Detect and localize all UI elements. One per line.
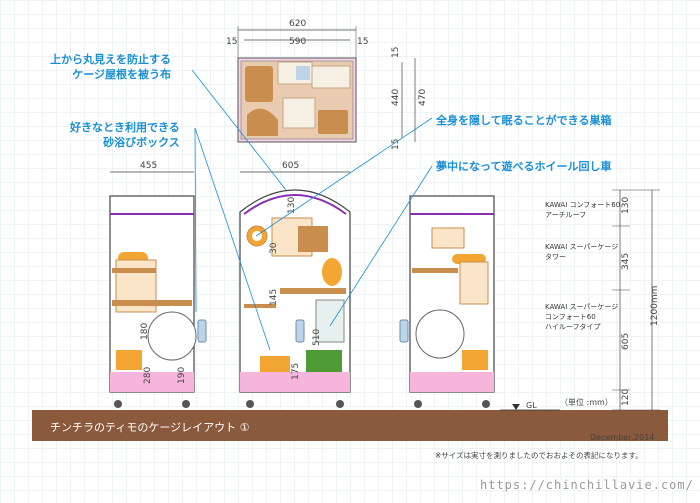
height-scale bbox=[612, 189, 660, 411]
label-hiroof-line2: コンフォート60 bbox=[545, 313, 596, 321]
dim-620: 620 bbox=[289, 19, 306, 29]
unit-label: （単位 :mm） bbox=[560, 398, 613, 407]
callout-roof-cloth-line1: 上から丸見えを防止する bbox=[50, 53, 171, 66]
scale-120: 120 bbox=[621, 389, 631, 406]
dim-30: 30 bbox=[269, 242, 279, 254]
dim-280: 280 bbox=[143, 367, 153, 384]
size-note: ※サイズは実寸を測りましたのでおおよその表記になります。 bbox=[435, 451, 643, 460]
scale-345: 345 bbox=[621, 253, 631, 270]
site-watermark: https://chinchillavie.com/ bbox=[480, 478, 694, 492]
dim-190: 190 bbox=[177, 367, 187, 384]
dim-130-arch: 130 bbox=[287, 197, 297, 214]
dim-15-bottom: 15 bbox=[391, 139, 401, 150]
dim-470: 470 bbox=[418, 89, 428, 106]
ground-bar bbox=[32, 410, 668, 441]
callout-wheel: 夢中になって遊べるホイール回し車 bbox=[436, 160, 612, 173]
callout-sand-bath-line2: 砂浴びボックス bbox=[103, 136, 180, 149]
label-tower-line2: タワー bbox=[545, 253, 566, 261]
callout-sand-bath: 好きなとき利用できる 砂浴びボックス bbox=[70, 120, 180, 150]
dim-590: 590 bbox=[289, 37, 306, 47]
callout-lines bbox=[191, 69, 433, 351]
callout-nest-box: 全身を隠して眠ることができる巣箱 bbox=[436, 114, 612, 127]
scale-130: 130 bbox=[621, 197, 631, 214]
label-arch-roof: KAWAI コンフォート60 アーチルーフ bbox=[545, 200, 620, 220]
label-hiroof: KAWAI スーパーケージ コンフォート60 ハイルーフタイプ bbox=[545, 302, 618, 332]
label-tower-line1: KAWAI スーパーケージ bbox=[545, 243, 619, 251]
dim-180: 180 bbox=[140, 323, 150, 340]
scale-605: 605 bbox=[621, 333, 631, 350]
dim-455: 455 bbox=[140, 161, 157, 171]
scale-1200mm: 1200mm bbox=[650, 286, 660, 326]
dim-15-top: 15 bbox=[391, 47, 401, 58]
left-side-cage bbox=[109, 171, 207, 408]
gl-label: GL bbox=[526, 401, 537, 410]
date-label: December,2014 bbox=[590, 433, 655, 442]
dim-440: 440 bbox=[391, 89, 401, 106]
callout-roof-cloth-line2: ケージ屋根を被う布 bbox=[72, 68, 171, 81]
top-view bbox=[237, 26, 416, 143]
label-tower: KAWAI スーパーケージ タワー bbox=[545, 242, 618, 262]
dim-145: 145 bbox=[269, 289, 279, 306]
callout-sand-bath-line1: 好きなとき利用できる bbox=[70, 121, 180, 134]
front-cage bbox=[239, 171, 351, 408]
label-hiroof-line3: ハイルーフタイプ bbox=[545, 323, 601, 331]
dim-15-left: 15 bbox=[226, 37, 237, 47]
dim-15-right: 15 bbox=[357, 37, 368, 47]
callout-roof-cloth: 上から丸見えを防止する ケージ屋根を被う布 bbox=[50, 52, 171, 82]
diagram-title: チンチラのティモのケージレイアウト ① bbox=[50, 421, 250, 434]
dim-510: 510 bbox=[312, 329, 322, 346]
label-arch-roof-line2: アーチルーフ bbox=[545, 211, 587, 219]
dim-175: 175 bbox=[291, 363, 301, 380]
label-arch-roof-line1: KAWAI コンフォート60 bbox=[545, 201, 621, 209]
dim-605: 605 bbox=[282, 161, 299, 171]
right-side-cage bbox=[399, 195, 495, 408]
label-hiroof-line1: KAWAI スーパーケージ bbox=[545, 303, 619, 311]
